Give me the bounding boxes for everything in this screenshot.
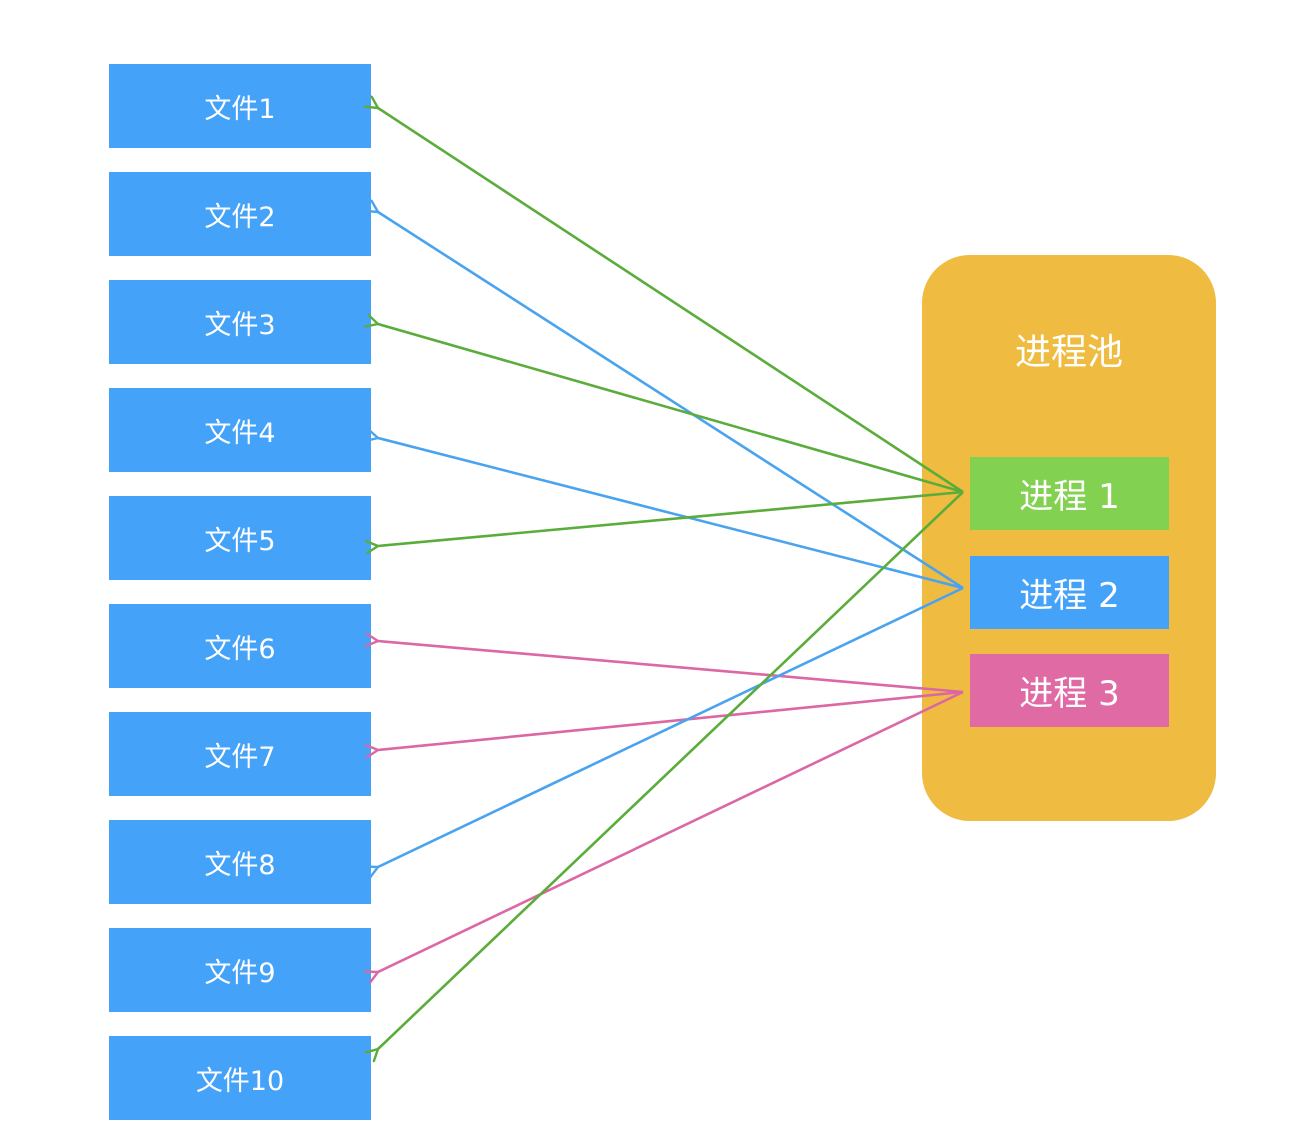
- arrow-file-10-process-1: [378, 491, 964, 1049]
- arrow-file-2-process-2: [378, 212, 964, 590]
- arrow-file-4-process-2: [378, 438, 964, 590]
- file-label: 文件5: [204, 525, 276, 557]
- process-label: 进程 1: [1019, 477, 1120, 517]
- file-box-3: 文件3: [109, 280, 371, 364]
- file-box-5: 文件5: [109, 496, 371, 580]
- file-label: 文件8: [204, 849, 276, 881]
- arrow-file-8-process-2: [378, 586, 964, 867]
- arrow-file-5-process-1: [378, 490, 964, 546]
- process-label: 进程 2: [1019, 576, 1120, 616]
- process-box-1: 进程 1: [970, 457, 1169, 530]
- file-box-2: 文件2: [109, 172, 371, 256]
- file-label: 文件1: [204, 93, 276, 125]
- arrow-file-6-process-3: [378, 641, 964, 694]
- file-label: 文件6: [204, 633, 276, 665]
- process-box-3: 进程 3: [970, 654, 1169, 727]
- process-label: 进程 3: [1019, 674, 1120, 714]
- process-box-2: 进程 2: [970, 556, 1169, 629]
- arrow-file-9-process-3: [378, 690, 964, 972]
- process-pool-title: 进程池: [1014, 332, 1123, 373]
- file-box-1: 文件1: [109, 64, 371, 148]
- arrow-file-7-process-3: [378, 690, 964, 750]
- file-box-4: 文件4: [109, 388, 371, 472]
- file-box-10: 文件10: [109, 1036, 371, 1120]
- file-label: 文件2: [204, 201, 276, 233]
- file-box-6: 文件6: [109, 604, 371, 688]
- file-label: 文件9: [204, 957, 276, 989]
- file-label: 文件4: [204, 417, 276, 449]
- file-label: 文件10: [195, 1065, 285, 1097]
- file-label: 文件3: [204, 309, 276, 341]
- file-box-8: 文件8: [109, 820, 371, 904]
- arrow-file-1-process-1: [378, 108, 964, 494]
- arrow-file-3-process-1: [378, 324, 964, 494]
- file-box-7: 文件7: [109, 712, 371, 796]
- file-box-9: 文件9: [109, 928, 371, 1012]
- file-label: 文件7: [204, 741, 276, 773]
